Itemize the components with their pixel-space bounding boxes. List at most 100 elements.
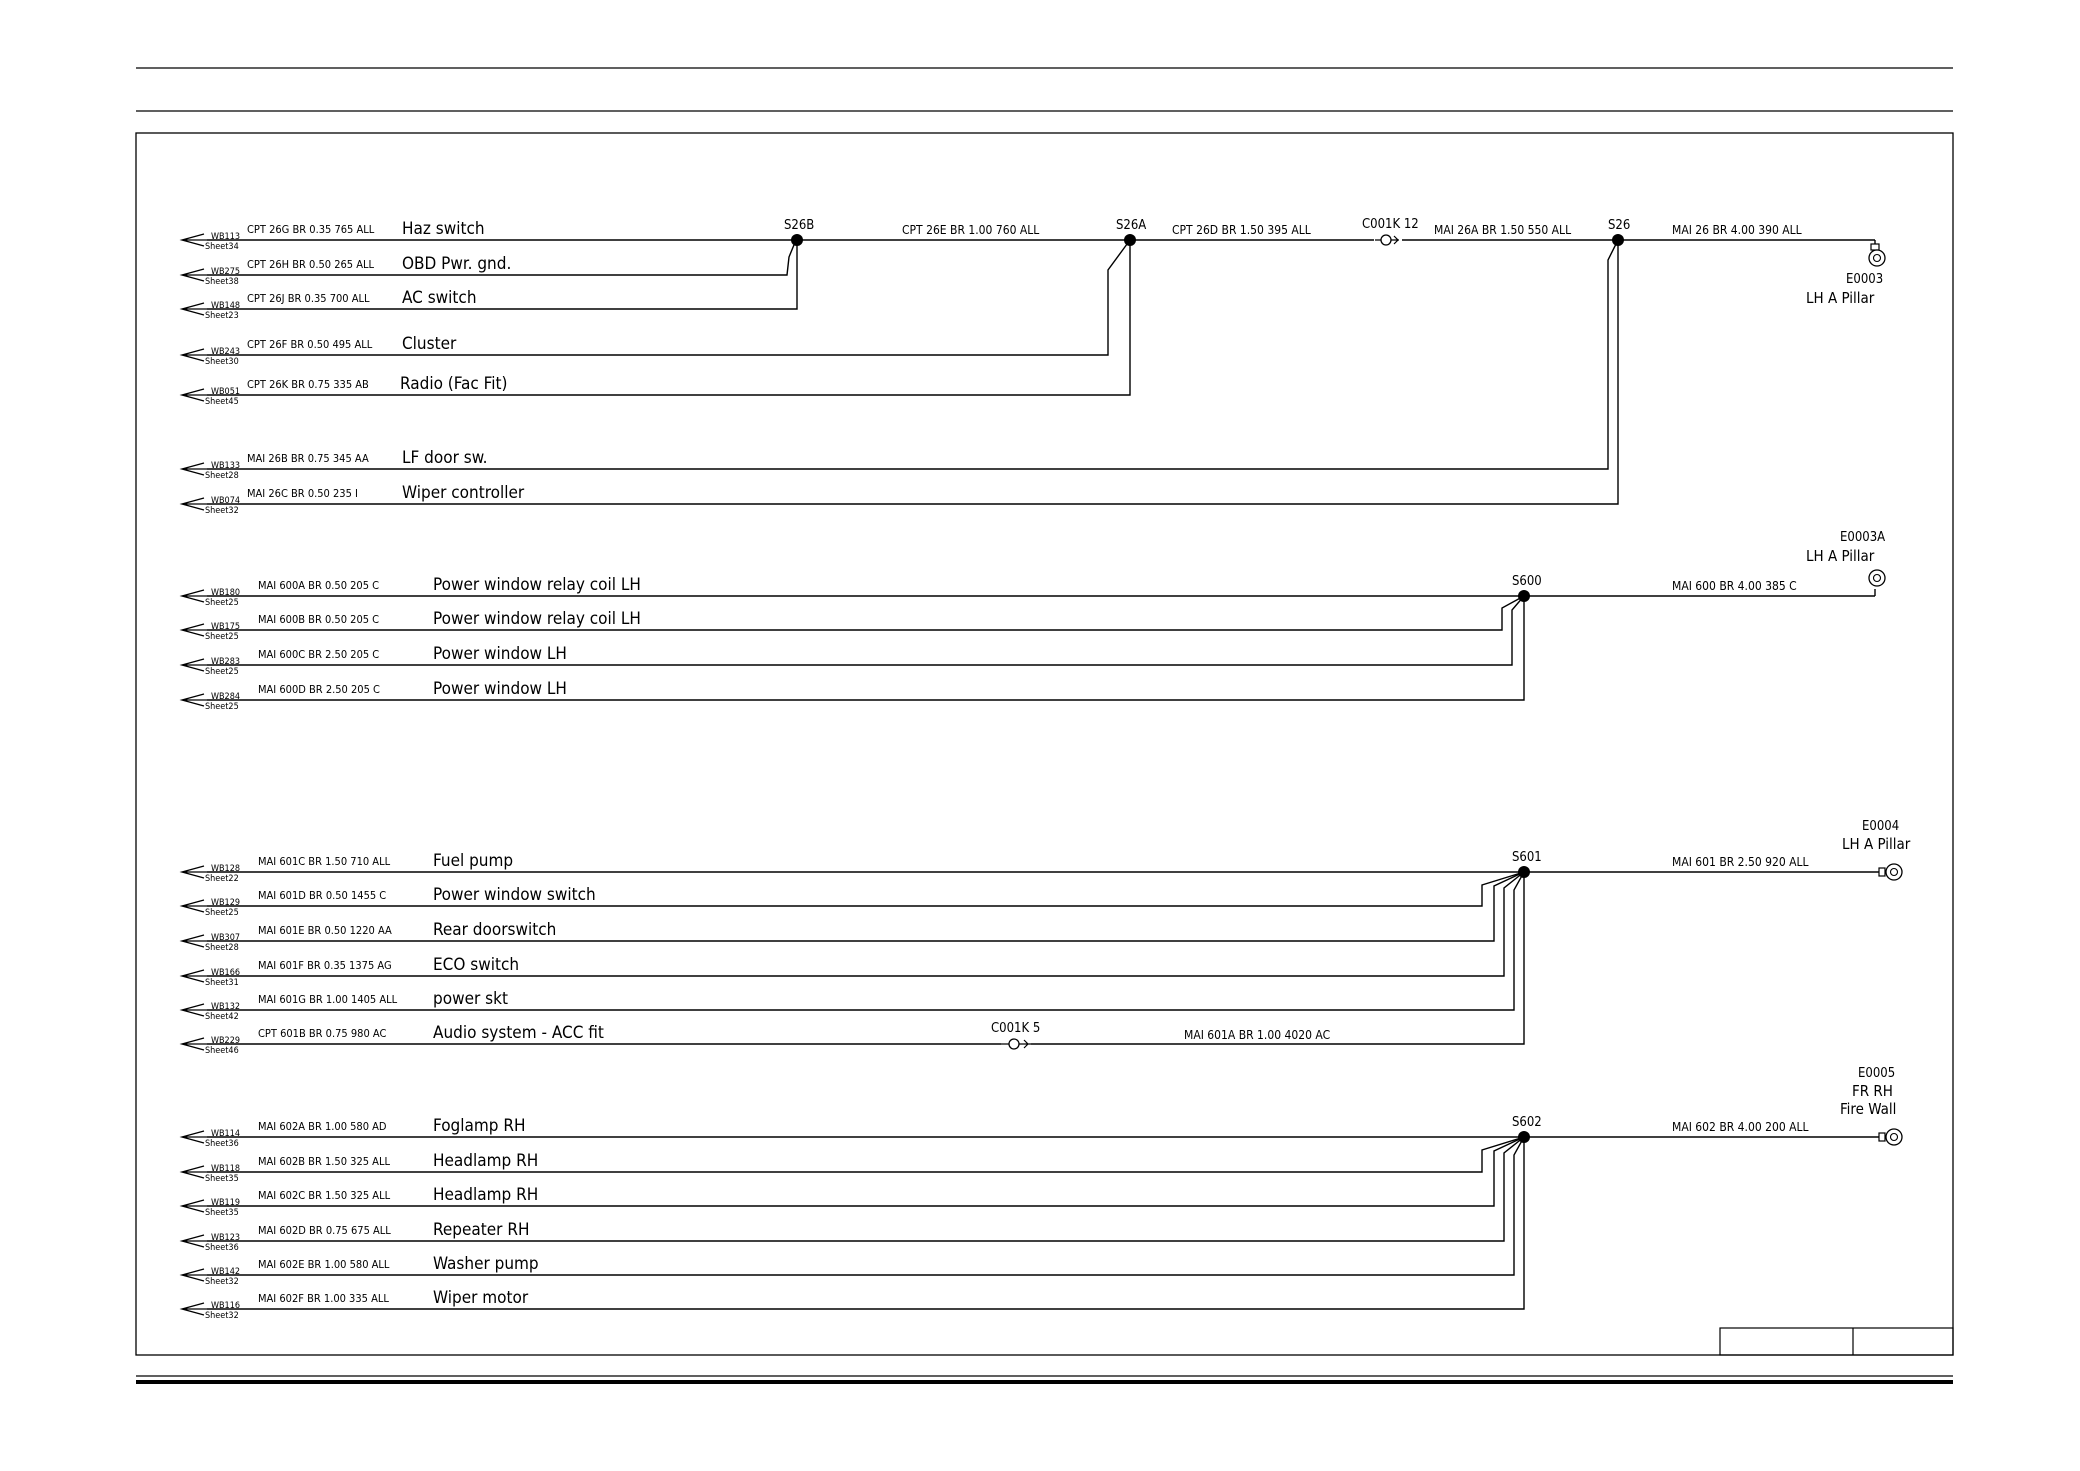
terminal-arrow-icon [179, 589, 207, 603]
circuit-label: Power window switch [433, 885, 596, 905]
splice-node [1612, 234, 1624, 246]
circuit-label: Washer pump [433, 1254, 539, 1274]
sheet-ref: Sheet25 [205, 598, 239, 608]
wire-bundle-ref: WB275 [211, 267, 240, 277]
splice-label: S602 [1512, 1115, 1542, 1130]
ground-eyelet-icon [1878, 863, 1903, 881]
sheet-ref: Sheet34 [205, 242, 239, 252]
circuit-label: Radio (Fac Fit) [400, 374, 507, 394]
wire-spec: MAI 26A BR 1.50 550 ALL [1434, 223, 1571, 237]
ground-id: E0004 [1862, 819, 1899, 834]
wire-bundle-ref: WB175 [211, 622, 240, 632]
wire-spec: MAI 26B BR 0.75 345 AA [247, 452, 369, 465]
ground-circuit-e0003a: S600 MAI 600 BR 4.00 385 C E0003A LH A P… [207, 530, 1886, 701]
sheet-ref: Sheet36 [205, 1139, 239, 1149]
wire-bundle-ref: WB229 [211, 1036, 240, 1046]
terminal-arrow-icon [179, 462, 207, 476]
wire-spec: CPT 26F BR 0.50 495 ALL [247, 338, 373, 351]
wire-bundle-ref: WB129 [211, 898, 240, 908]
sheet-ref: Sheet35 [205, 1208, 239, 1218]
wire-bundle-ref: WB113 [211, 232, 240, 242]
sheet-ref: Sheet36 [205, 1243, 239, 1253]
sheet-ref: Sheet32 [205, 506, 239, 516]
wire-bundle-ref: WB123 [211, 1233, 240, 1243]
circuit-label: Fuel pump [433, 851, 513, 871]
wire-bundle-ref: WB116 [211, 1301, 240, 1311]
circuit-label: Audio system - ACC fit [433, 1023, 604, 1043]
circuit-label: ECO switch [433, 955, 519, 975]
sheet-ref: Sheet45 [205, 397, 239, 407]
wire-spec: MAI 602D BR 0.75 675 ALL [258, 1224, 391, 1237]
circuit-label: Wiper motor [433, 1288, 529, 1308]
terminal-arrow-icon [179, 1003, 207, 1017]
sheet-ref: Sheet23 [205, 311, 239, 321]
wire-spec: MAI 600C BR 2.50 205 C [258, 648, 379, 661]
ground-id: E0005 [1858, 1066, 1895, 1081]
wire-spec: MAI 601 BR 2.50 920 ALL [1672, 855, 1809, 869]
terminal-arrow-icon [179, 348, 207, 362]
wire-bundle-ref: WB148 [211, 301, 240, 311]
sheet-ref: Sheet22 [205, 874, 239, 884]
sheet-ref: Sheet46 [205, 1046, 239, 1056]
terminal-arrow-icon [179, 865, 207, 879]
wire-spec: MAI 602B BR 1.50 325 ALL [258, 1155, 390, 1168]
circuit-label: power skt [433, 989, 508, 1009]
wire-spec: MAI 600B BR 0.50 205 C [258, 613, 379, 626]
wire-bundle-ref: WB307 [211, 933, 240, 943]
wire-spec: MAI 602C BR 1.50 325 ALL [258, 1189, 391, 1202]
title-block [1719, 1327, 1954, 1356]
terminal-arrow-icon [179, 934, 207, 948]
sheet-ref: Sheet32 [205, 1277, 239, 1287]
wire-spec: MAI 602A BR 1.00 580 AD [258, 1120, 387, 1133]
wire-spec: MAI 600D BR 2.50 205 C [258, 683, 380, 696]
circuit-label: Power window LH [433, 644, 567, 664]
wire-spec: MAI 601G BR 1.00 1405 ALL [258, 993, 398, 1006]
splice-node [791, 234, 803, 246]
connector-label: C001K 5 [991, 1021, 1040, 1036]
drawing-border [135, 132, 1954, 1356]
sheet-ref: Sheet38 [205, 277, 239, 287]
wire-spec: MAI 601E BR 0.50 1220 AA [258, 924, 392, 937]
circuit-label: Cluster [402, 334, 457, 354]
ground-eyelet-icon [1868, 240, 1886, 267]
splice-label: S26B [784, 218, 814, 233]
splice-node [1518, 590, 1530, 602]
wire-spec: CPT 26E BR 1.00 760 ALL [902, 223, 1039, 237]
terminal-arrow-icon [179, 388, 207, 402]
connector-label: C001K 12 [1362, 217, 1419, 232]
wire-bundle-ref: WB114 [211, 1129, 240, 1139]
circuit-label: Power window relay coil LH [433, 609, 641, 629]
sheet-ref: Sheet30 [205, 357, 239, 367]
wire-spec: MAI 600 BR 4.00 385 C [1672, 579, 1797, 593]
ground-id: E0003A [1840, 530, 1885, 545]
sheet-ref: Sheet32 [205, 1311, 239, 1321]
ground-location: Fire Wall [1840, 1100, 1896, 1118]
wire-bundle-ref: WB180 [211, 588, 240, 598]
terminal-arrow-icon [179, 1302, 207, 1316]
terminal-arrow-icon [179, 1165, 207, 1179]
sheet-ref: Sheet28 [205, 943, 239, 953]
ground-location: LH A Pillar [1806, 547, 1875, 565]
wire-spec: MAI 601F BR 0.35 1375 AG [258, 959, 392, 972]
wire-bundle-ref: WB133 [211, 461, 240, 471]
wire-bundle-ref: WB166 [211, 968, 240, 978]
wire-spec: MAI 601C BR 1.50 710 ALL [258, 855, 391, 868]
circuit-label: Haz switch [402, 219, 485, 239]
circuit-label: Wiper controller [402, 483, 525, 503]
sheet-ref: Sheet42 [205, 1012, 239, 1022]
wire-spec: MAI 601A BR 1.00 4020 AC [1184, 1028, 1330, 1042]
sheet-ref: Sheet31 [205, 978, 239, 988]
splice-node [1124, 234, 1136, 246]
ground-location: LH A Pillar [1806, 289, 1875, 307]
wire-spec: CPT 26H BR 0.50 265 ALL [247, 258, 375, 271]
terminal-arrow-icon [179, 268, 207, 282]
ground-location: FR RH [1852, 1082, 1893, 1100]
ground-id: E0003 [1846, 272, 1883, 287]
sheet-ref: Sheet35 [205, 1174, 239, 1184]
wire-bundle-ref: WB284 [211, 692, 240, 702]
circuit-label: Foglamp RH [433, 1116, 525, 1136]
wire-spec: CPT 26J BR 0.35 700 ALL [247, 292, 370, 305]
terminal-arrow-icon [179, 693, 207, 707]
